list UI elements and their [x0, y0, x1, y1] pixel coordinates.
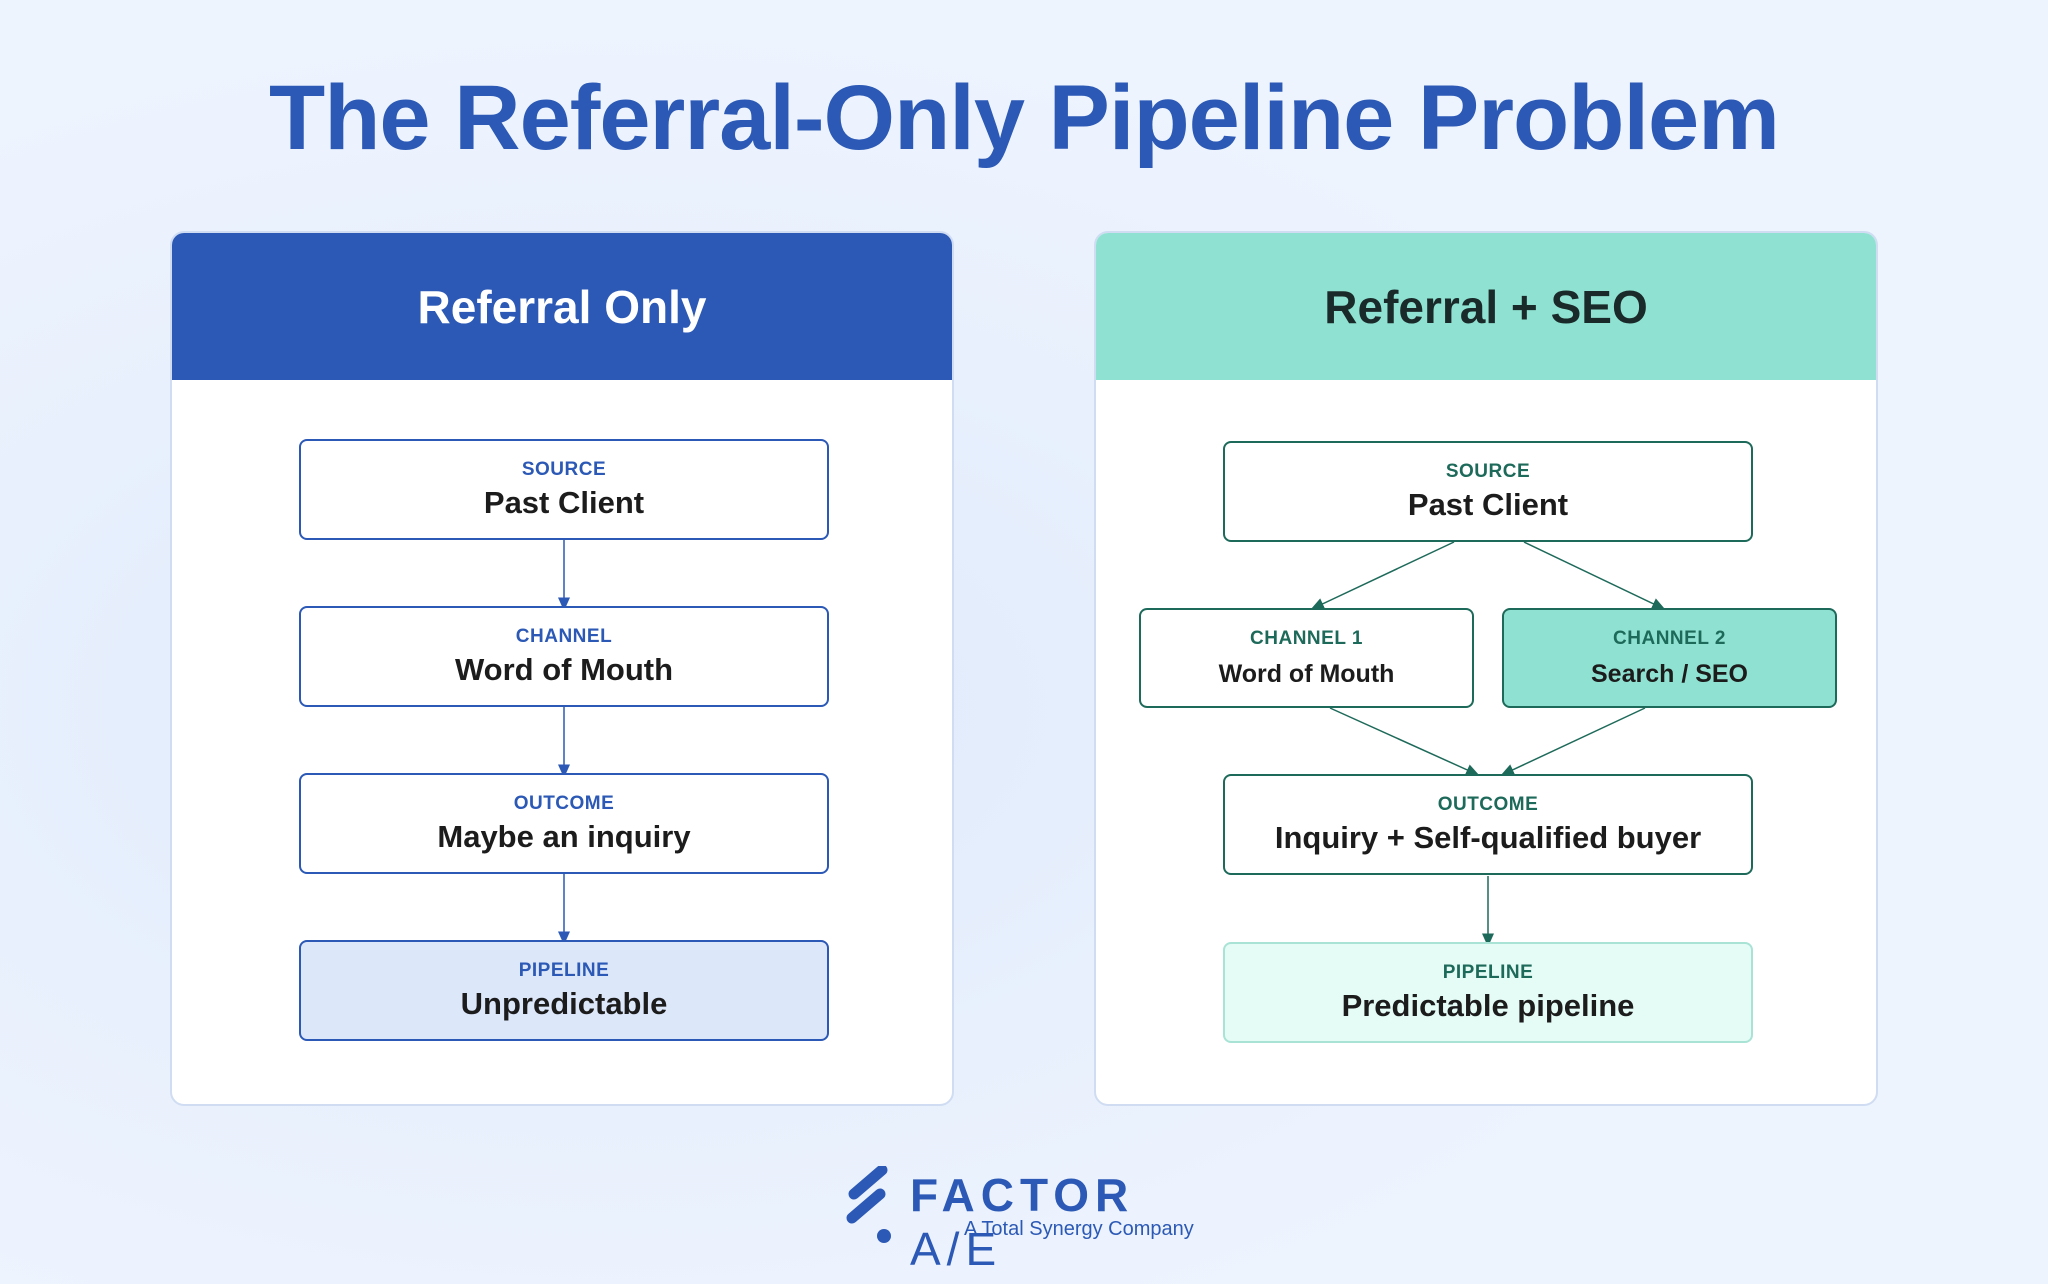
left-pipeline-node: PIPELINE Unpredictable — [299, 940, 829, 1041]
right-channel1-label: CHANNEL 1 — [1250, 627, 1363, 649]
left-channel-label: CHANNEL — [515, 625, 613, 647]
right-outcome-value: Inquiry + Self-qualified buyer — [1274, 819, 1702, 855]
referral-only-header: Referral Only — [172, 233, 952, 380]
arrow-channel1-to-outcome — [1329, 707, 1480, 776]
page-title: The Referral-Only Pipeline Problem — [269, 67, 1780, 169]
referral-seo-panel: Referral + SEO SOURCE Past Client CHANNE… — [1094, 231, 1878, 1106]
arrow-channel2-to-outcome — [1500, 707, 1646, 776]
left-outcome-value: Maybe an inquiry — [437, 818, 691, 854]
right-channel2-label: CHANNEL 2 — [1613, 627, 1726, 649]
arrow-source-to-channel2 — [1523, 541, 1666, 610]
right-channel2-node: CHANNEL 2 Search / SEO — [1502, 608, 1837, 708]
right-channel2-value: Search / SEO — [1590, 659, 1749, 688]
logo-name-bold: FACTOR — [910, 1169, 1135, 1221]
left-channel-value: Word of Mouth — [454, 651, 674, 687]
right-outcome-label: OUTCOME — [1437, 793, 1539, 815]
referral-only-panel: Referral Only SOURCE Past Client CHANNEL… — [170, 231, 954, 1106]
left-channel-node: CHANNEL Word of Mouth — [299, 606, 829, 707]
logo-tagline: A Total Synergy Company — [964, 1218, 1194, 1240]
right-flow-arrows — [1310, 541, 1666, 947]
left-outcome-node: OUTCOME Maybe an inquiry — [299, 773, 829, 874]
right-source-label: SOURCE — [1445, 460, 1531, 482]
right-pipeline-node: PIPELINE Predictable pipeline — [1223, 942, 1753, 1043]
right-pipeline-value: Predictable pipeline — [1341, 987, 1635, 1023]
logo-wordmark: FACTOR A/E — [910, 1168, 1206, 1276]
right-outcome-node: OUTCOME Inquiry + Self-qualified buyer — [1223, 774, 1753, 875]
right-pipeline-label: PIPELINE — [1442, 961, 1534, 983]
left-source-label: SOURCE — [521, 458, 607, 480]
right-channel1-value: Word of Mouth — [1218, 659, 1395, 688]
right-source-value: Past Client — [1407, 486, 1569, 522]
left-source-node: SOURCE Past Client — [299, 439, 829, 540]
factor-ae-logo: FACTOR A/E A Total Synergy Company — [846, 1166, 1206, 1275]
right-source-node: SOURCE Past Client — [1223, 441, 1753, 542]
referral-seo-header: Referral + SEO — [1096, 233, 1876, 380]
left-source-value: Past Client — [483, 484, 645, 520]
left-pipeline-value: Unpredictable — [460, 985, 668, 1021]
left-outcome-label: OUTCOME — [513, 792, 615, 814]
left-pipeline-label: PIPELINE — [518, 959, 610, 981]
factor-logo-mark-icon — [846, 1166, 891, 1243]
logo-name-rest: A/E — [910, 1223, 1003, 1275]
arrow-source-to-channel1 — [1310, 541, 1455, 610]
left-flow-arrows — [558, 540, 570, 945]
right-channel1-node: CHANNEL 1 Word of Mouth — [1139, 608, 1474, 708]
